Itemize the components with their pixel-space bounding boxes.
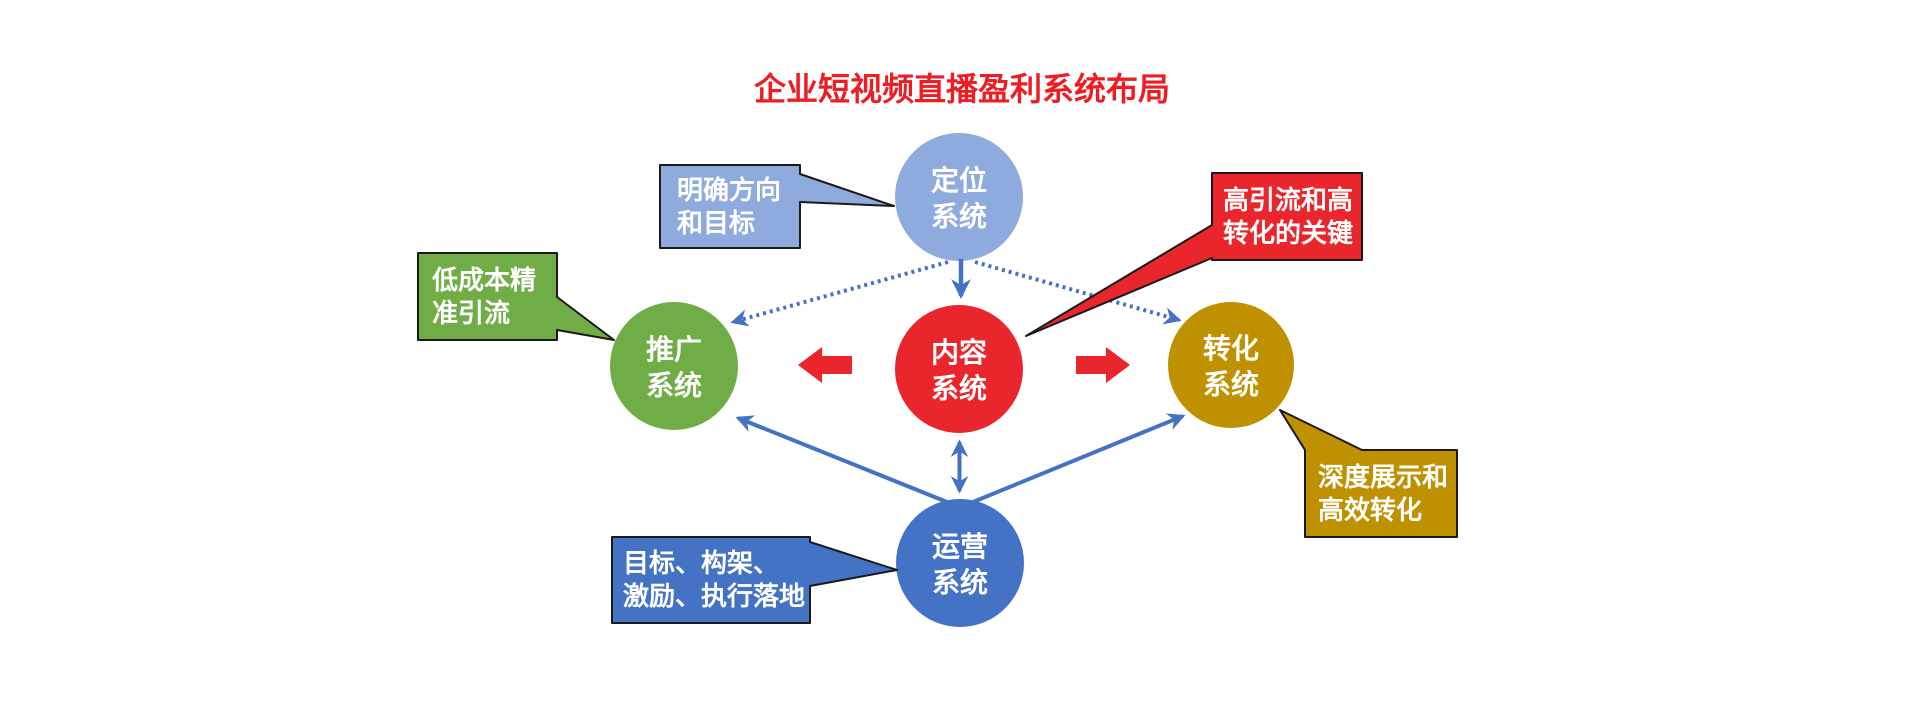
promotion-line1: 推广 [645,334,702,365]
content-system-circle [895,305,1023,433]
promotion-callout-line2: 准引流 [432,297,511,328]
promotion-system-label: 推广 系统 [604,332,744,404]
content-callout-line1: 高引流和高 [1223,184,1354,215]
promotion-line2: 系统 [645,370,702,401]
conversion-callout-label: 深度展示和 高效转化 [1305,450,1457,537]
positioning-system-label: 定位 系统 [889,163,1029,235]
conversion-callout-line2: 高效转化 [1318,494,1423,525]
positioning-line2: 系统 [930,201,987,232]
conversion-line1: 转化 [1202,333,1259,364]
operation-system-circle [896,499,1024,627]
block-arrow-left-icon [798,347,852,383]
content-system-label: 内容 系统 [889,335,1029,407]
positioning-callout-line2: 和目标 [677,207,756,238]
conversion-system-label: 转化 系统 [1161,331,1301,403]
operation-callout-line1: 目标、构架、 [623,548,780,578]
operation-system-label: 运营 系统 [890,529,1030,601]
positioning-callout-shape [659,164,895,249]
positioning-callout-line1: 明确方向 [677,174,782,205]
block-arrow-right-icon [1076,347,1130,383]
operation-callout-line2: 激励、执行落地 [623,581,806,611]
promotion-callout-shape [417,252,615,341]
promotion-system-circle [610,302,738,430]
positioning-system-circle [895,133,1023,261]
promotion-callout-label: 低成本精 准引流 [418,253,557,340]
positioning-line1: 定位 [930,165,987,196]
content-callout-line2: 转化的关键 [1223,217,1354,248]
conversion-system-circle [1168,302,1294,428]
conversion-callout-shape [1279,409,1458,538]
dotted-arrow-positioning-to-promotion [730,260,949,327]
operation-line1: 运营 [931,531,988,562]
positioning-callout-label: 明确方向 和目标 [660,165,800,248]
operation-callout-label: 目标、构架、 激励、执行落地 [612,537,810,623]
arrow-operation-to-conversion [972,413,1186,504]
conversion-line2: 系统 [1202,369,1259,400]
content-callout-label: 高引流和高 转化的关键 [1212,173,1362,260]
content-callout-shape [1025,172,1363,337]
conversion-callout-line1: 深度展示和 [1318,461,1449,492]
operation-callout-shape [611,536,898,624]
content-line1: 内容 [930,337,987,368]
page-title: 企业短视频直播盈利系统布局 [753,71,1170,107]
promotion-callout-line1: 低成本精 [432,264,537,295]
arrow-operation-to-promotion [735,415,948,504]
operation-line2: 系统 [931,567,988,598]
content-line2: 系统 [930,373,987,404]
dotted-arrow-positioning-to-conversion [974,260,1182,325]
